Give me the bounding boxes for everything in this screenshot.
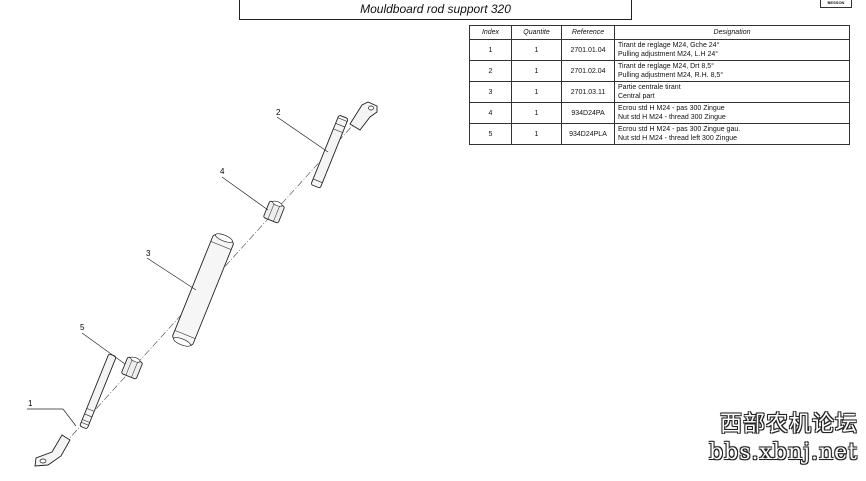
drawing-title: Mouldboard rod support 320 [360,2,511,16]
callout-1: 1 [28,399,33,408]
drawing-title-block: Mouldboard rod support 320 [239,0,632,20]
callout-3: 3 [146,249,151,258]
parts-list-table: Index Quantite Reference Designation 1 1… [469,25,850,145]
part-1-eye-end [34,434,71,467]
cell-quantity: 1 [511,123,562,145]
designation-fr: Ecrou std H M24 - pas 300 Zingue gau. [618,126,741,133]
part-3-central-tube [172,233,234,347]
designation-en: Pulling adjustment M24, L.H 24° [618,51,719,58]
brand-logo: BESSON [820,0,852,8]
callout-4: 4 [220,167,225,176]
leader-line-1-arm [62,408,77,427]
callout-5: 5 [80,323,85,332]
designation-en: Nut std H M24 - thread left 300 Zingue [618,135,738,142]
leader-line-4 [221,176,269,211]
designation-en: Nut std H M24 - thread 300 Zingue [618,114,726,121]
cell-designation: Ecrou std H M24 - pas 300 Zingue gau. Nut… [614,123,850,145]
part-4-nut [263,200,285,224]
part-2-eye-hole [368,105,374,111]
forum-watermark: 西部农机论坛 bbs.xbnj.net [709,411,858,467]
table-row: 1 1 2701.01.04 Tirant de reglage M24, Gc… [469,39,850,61]
designation-fr: Tirant de reglage M24, Drt 8,5° [618,63,714,70]
table-row: 5 1 934D24PLA Ecrou std H M24 - pas 300 … [469,123,850,145]
designation-en: Central part [618,93,655,100]
table-row: 4 1 934D24PA Ecrou std H M24 - pas 300 Z… [469,102,850,124]
watermark-line-1: 西部农机论坛 [719,412,858,437]
designation-fr: Partie centrale tirant [618,84,681,91]
leader-line-3 [146,257,197,291]
part-5-nut [121,356,143,380]
designation-fr: Ecrou std H M24 - pas 300 Zingue [618,105,725,112]
leader-line-5 [81,332,126,365]
designation-en: Pulling adjustment M24, R.H. 8,5° [618,72,724,79]
watermark-line-2: bbs.xbnj.net [709,440,858,465]
designation-fr: Tirant de reglage M24, Gche 24° [618,42,720,49]
brand-logo-text: BESSON [827,0,845,5]
part-2-upper-rod [311,115,349,189]
callout-2: 2 [276,108,281,117]
table-row: 2 1 2701.02.04 Tirant de reglage M24, Dr… [469,60,850,82]
part-1-eye-hole [39,458,47,464]
part-1-lower-rod [79,353,117,429]
leader-line-2 [276,116,329,153]
table-header-row: Index Quantite Reference Designation [469,25,850,40]
